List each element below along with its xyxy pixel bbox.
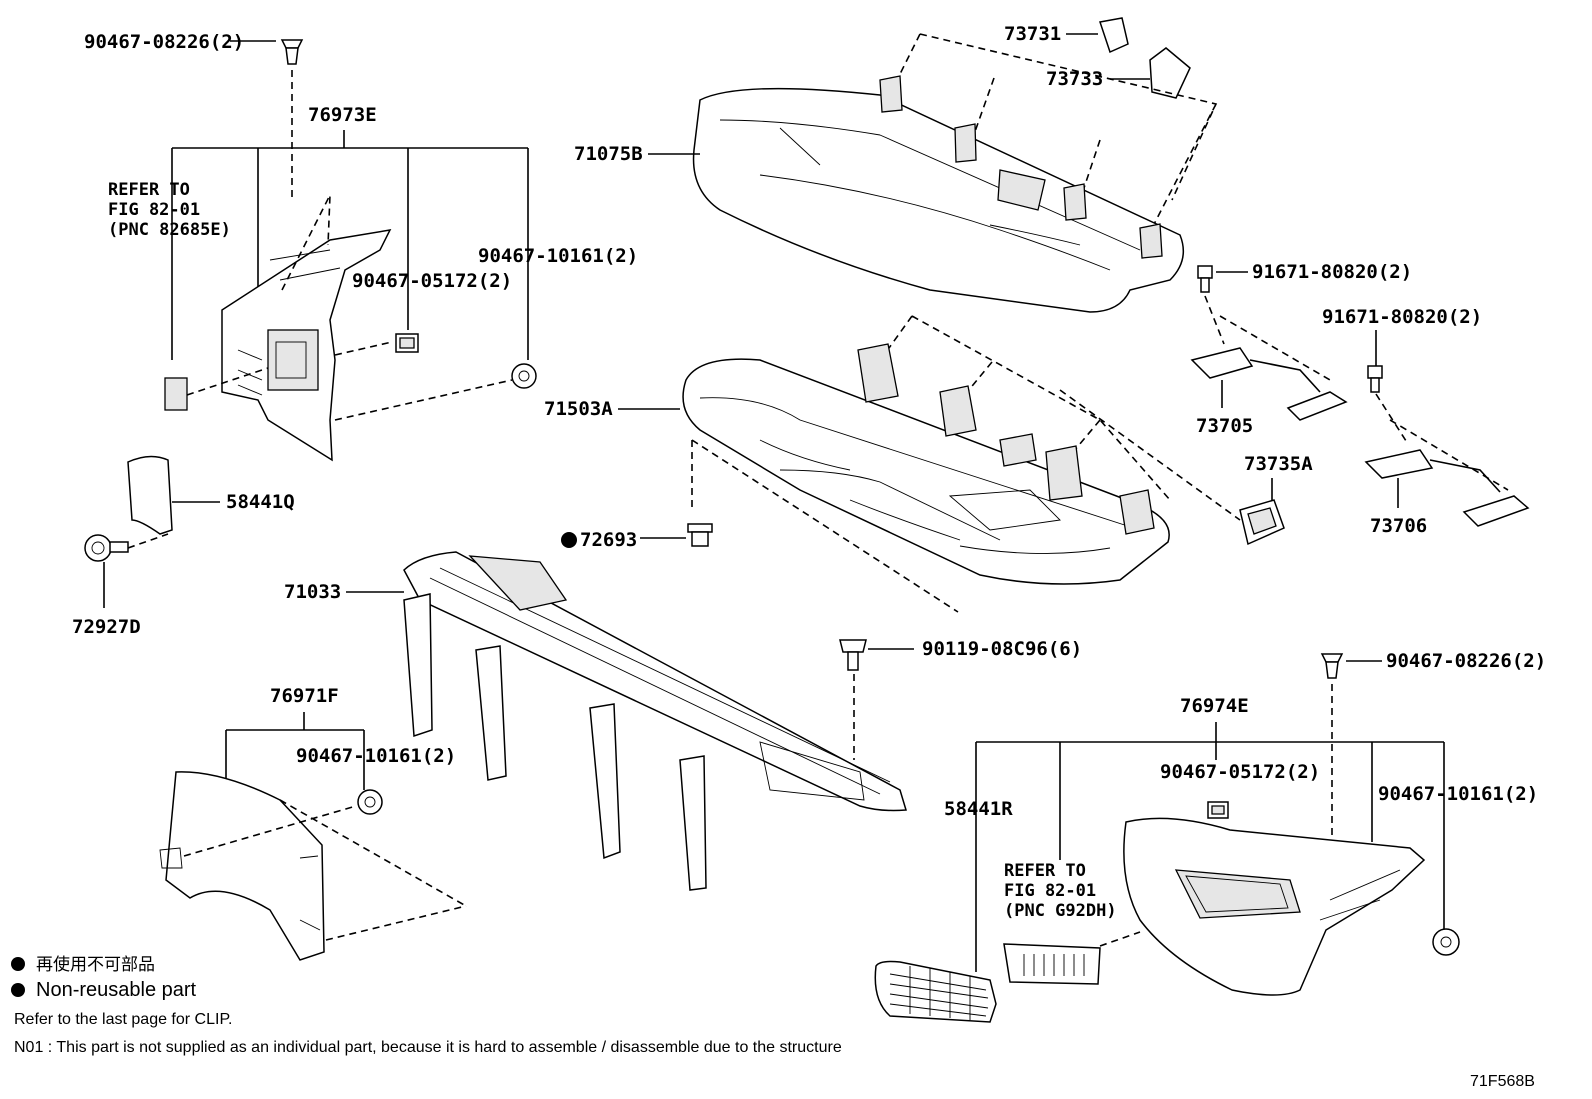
seat-back-71075B [692,75,1185,313]
figure-code: 71F568B [1470,1073,1535,1090]
label-72927D: 72927D [72,616,141,638]
bolt-72927D [84,534,129,562]
label-90467-10161-left: 90467-10161(2) [478,245,638,267]
non-reusable-marker [561,532,577,548]
refer-note-b-line1: REFER TO [1004,861,1086,881]
label-76971F: 76971F [270,685,339,707]
bolt-91671-80820-lower [1367,365,1383,393]
dash-line [183,799,467,941]
label-90467-08226-top-left: 90467-08226(2) [84,31,244,53]
label-90467-05172-right: 90467-05172(2) [1160,761,1320,783]
refer-note-b-line3: (PNC G92DH) [1004,901,1117,921]
label-90119-08C96: 90119-08C96(6) [922,638,1082,660]
clip-90467-10161-right [1432,928,1460,956]
clip-72693 [687,523,713,547]
refer-note-b-line2: FIG 82-01 [1004,881,1096,901]
clip-90467-08226-bottom-right [1320,653,1344,679]
label-tag-82685E [164,377,188,411]
clip-90467-05172-left [395,333,419,353]
bracket-76973E [171,130,529,360]
clip-90467-10161-left [511,363,537,389]
bracket-73731 [1099,17,1129,54]
legend-clip-note: Refer to the last page for CLIP. [14,1011,233,1028]
legend-non-reusable: Non-reusable part [36,979,197,1001]
bracket-73733 [1149,47,1191,99]
bracket-58441Q [127,455,173,535]
clip-90467-10161-mid [357,789,383,815]
dash-line [1204,295,1331,381]
label-58441R: 58441R [944,798,1013,820]
hinge-73705 [1190,347,1348,421]
bracket-76971F [225,712,365,790]
label-73735A: 73735A [1244,453,1313,475]
label-90467-10161-mid: 90467-10161(2) [296,745,456,767]
legend-bullet-cjk [11,957,25,971]
dash-line [895,33,1218,233]
label-tag-G92DH [1003,943,1101,985]
seat-frame-71033 [403,551,907,891]
bolt-91671-80820-upper [1197,265,1213,293]
label-91671-80820-lower: 91671-80820(2) [1322,306,1482,328]
label-76973E: 76973E [308,104,377,126]
trim-panel-76973E [221,194,392,462]
label-73706: 73706 [1370,515,1427,537]
label-71033: 71033 [284,581,341,603]
label-90467-08226-bottom-right: 90467-08226(2) [1386,650,1546,672]
dash-line [1099,931,1141,947]
label-90467-10161-right: 90467-10161(2) [1378,783,1538,805]
label-76974E: 76974E [1180,695,1249,717]
legend-cjk: 再使用不可部品 [36,954,155,975]
trim-panel-76974E [1123,817,1426,996]
legend-n01-note: N01 : This part is not supplied as an in… [14,1039,842,1056]
legend-bullet-en [11,983,25,997]
trim-panel-76971F [159,771,325,961]
dash-line [127,533,169,549]
label-91671-80820-upper: 91671-80820(2) [1252,261,1412,283]
label-90467-05172-left: 90467-05172(2) [352,270,512,292]
bracket-76974E [975,722,1445,972]
clip-90467-05172-right [1207,801,1229,819]
label-71503A: 71503A [544,398,613,420]
label-72693: 72693 [580,529,637,551]
grille-58441R [874,960,997,1023]
refer-note-line1: REFER TO [108,180,190,200]
label-71075B: 71075B [574,143,643,165]
bolt-90119-08C96 [839,639,867,671]
label-73731: 73731 [1004,23,1061,45]
bracket-73735A [1239,499,1285,546]
label-73705: 73705 [1196,415,1253,437]
dash-line [186,341,513,421]
refer-note-line3: (PNC 82685E) [108,220,231,240]
clip-90467-08226-top-left [280,39,304,65]
hinge-73706 [1364,449,1530,527]
label-58441Q: 58441Q [226,491,295,513]
seat-cushion-71503A [682,343,1170,585]
refer-note-line2: FIG 82-01 [108,200,200,220]
